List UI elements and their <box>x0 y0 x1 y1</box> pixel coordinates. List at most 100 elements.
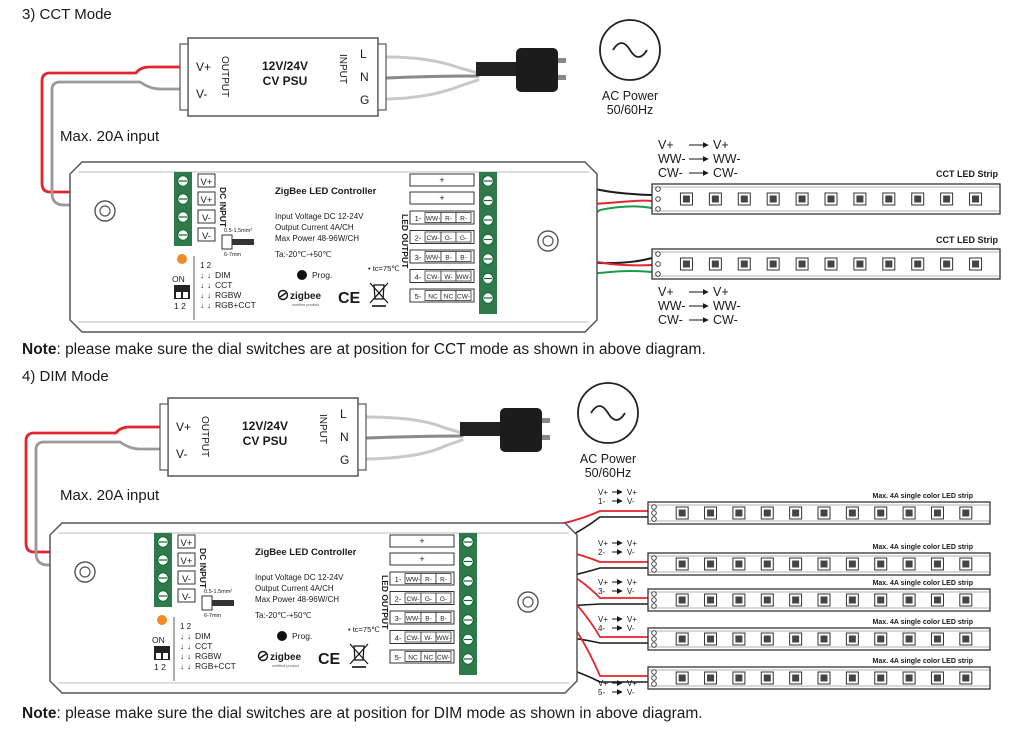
led-chip-core <box>827 195 835 203</box>
led-chip-core <box>848 560 856 568</box>
led-chip-core <box>707 509 715 517</box>
dip-position-icon: ↓ <box>180 632 184 641</box>
dc-input-label: DC INPUT <box>218 187 228 228</box>
plug-prong <box>542 435 550 440</box>
led-chip-core <box>763 635 771 643</box>
sine-wave-icon <box>612 42 648 58</box>
input-terminal-label-box <box>177 588 196 603</box>
status-led <box>177 254 187 264</box>
led-chip-core <box>972 195 980 203</box>
led-chip-core <box>820 635 828 643</box>
led-chip-core <box>914 195 922 203</box>
dip-switch-knob <box>163 653 168 659</box>
led-chip-core <box>885 195 893 203</box>
output-cell-label: NC <box>428 294 438 301</box>
led-chip-core <box>885 260 893 268</box>
dim-mapping-from: V+ <box>598 488 608 497</box>
mount-hole <box>537 230 559 252</box>
output-cell <box>435 651 452 662</box>
input-terminal-label: V- <box>182 574 191 585</box>
mode-label: CCT <box>215 280 232 290</box>
led-strip <box>647 627 991 651</box>
led-chip-core <box>735 509 743 517</box>
led-output-label: LED OUTPUT <box>400 214 410 269</box>
wire-ac-l <box>385 55 480 75</box>
dim-mapping-to: V- <box>627 688 635 697</box>
dim-mapping-from: 2- <box>598 548 605 557</box>
dim-mapping-to: V- <box>627 497 635 506</box>
section-title-dim: 4) DIM Mode <box>22 368 109 385</box>
input-terminal-block <box>154 533 172 607</box>
wire-ac-n <box>365 434 464 440</box>
output-row-number: 2- <box>395 595 402 604</box>
spec-line: Input Voltage DC 12-24V <box>255 573 344 582</box>
mapping-to: CW- <box>713 313 738 327</box>
output-cell-label: NC <box>424 655 434 662</box>
weee-bin-icon <box>349 643 369 665</box>
input-terminal-label: V+ <box>181 538 193 549</box>
dim-mapping-to: V- <box>627 587 635 596</box>
solder-pad <box>651 630 657 636</box>
psu-title: 12V/24V <box>242 419 288 433</box>
led-chip-core <box>856 195 864 203</box>
solder-pad <box>655 206 661 212</box>
weee-bin-icon <box>353 645 365 661</box>
wire-ac-l <box>365 415 464 435</box>
solder-pad <box>651 603 657 609</box>
led-strip-label: Max. 4A single color LED strip <box>873 493 974 500</box>
note-dim: Note: please make sure the dial switches… <box>22 705 703 723</box>
psu-flange <box>159 403 169 471</box>
led-strip <box>651 183 1001 215</box>
dim-mapping-from: V+ <box>598 539 608 548</box>
mode-label: DIM <box>215 270 231 280</box>
dim-mapping-to: V+ <box>627 615 637 624</box>
output-row-number: 5- <box>415 292 422 301</box>
led-chip-core <box>678 509 686 517</box>
weee-bin-icon <box>369 282 389 304</box>
plus-box <box>409 191 475 205</box>
plus-box <box>389 534 455 548</box>
note-cct: Note: please make sure the dial switches… <box>22 341 706 359</box>
solder-pad <box>655 261 661 267</box>
output-cell <box>435 592 452 604</box>
input-terminal-label: V- <box>202 231 211 242</box>
output-row-number: 2- <box>415 234 422 243</box>
solder-pad <box>651 675 657 681</box>
psu-vminus: V- <box>196 87 207 101</box>
ce-mark: CE <box>338 290 361 307</box>
mount-hole <box>79 566 91 578</box>
strip-length-label: 6-7mm <box>224 252 242 258</box>
zigbee-logo-icon <box>257 650 269 662</box>
prog-button <box>277 631 287 641</box>
psu-n: N <box>340 430 349 444</box>
psu-g: G <box>360 93 369 107</box>
wire-sketch <box>212 600 234 606</box>
output-row-number: 1- <box>415 214 422 223</box>
solder-pad <box>655 271 661 277</box>
led-chip-core <box>962 635 970 643</box>
output-cell <box>435 612 452 623</box>
output-cell-label: G- <box>460 235 467 242</box>
output-cell-label: B- <box>460 255 467 262</box>
plus-label: + <box>439 193 444 203</box>
psu-title: CV PSU <box>263 74 308 88</box>
tc-label: • tc=75℃ <box>348 625 380 634</box>
plus-box <box>389 552 455 566</box>
cable-boot <box>476 62 516 76</box>
output-row-number: 5- <box>395 653 402 662</box>
psu-l: L <box>360 47 367 61</box>
prog-label: Prog. <box>292 631 312 641</box>
solder-pad <box>651 642 657 648</box>
led-chip-core <box>943 260 951 268</box>
ce-mark: CE <box>318 651 341 668</box>
led-chip-core <box>962 560 970 568</box>
spec-line: Max Power 48-96W/CH <box>275 234 359 243</box>
mapping-from: CW- <box>658 166 683 180</box>
led-chip-core <box>914 260 922 268</box>
prog-label: Prog. <box>312 270 332 280</box>
output-cell-label: CW- <box>457 294 470 301</box>
dim-mapping-to: V- <box>627 548 635 557</box>
dip-position-icon: ↓ <box>207 291 211 300</box>
